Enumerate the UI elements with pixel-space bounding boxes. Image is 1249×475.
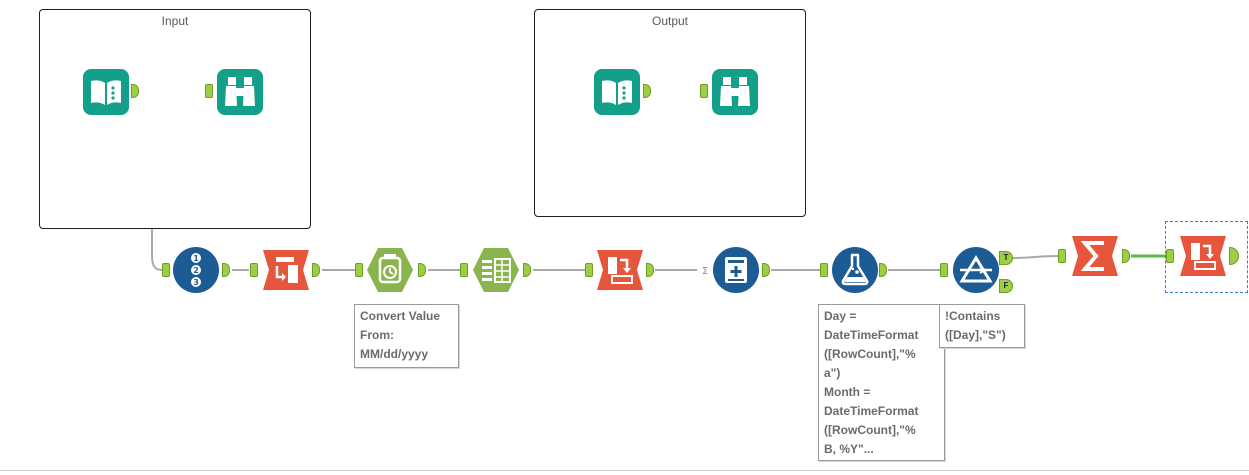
svg-text:2: 2 (193, 266, 199, 275)
cross-tab-tool[interactable] (596, 246, 644, 294)
output-anchor[interactable] (646, 263, 654, 277)
input-anchor[interactable] (585, 263, 593, 277)
output-anchor[interactable] (312, 263, 320, 277)
sigma-icon (1072, 236, 1118, 276)
formula-annotation: Day = DateTimeFormat ([RowCount],"% a") … (818, 304, 945, 461)
binoculars-icon (712, 69, 758, 115)
datetime-tool[interactable] (366, 246, 414, 294)
output-container[interactable]: Output (534, 9, 806, 217)
output-anchor[interactable] (222, 263, 230, 277)
formula-tool[interactable] (831, 246, 879, 294)
output-anchor[interactable] (131, 84, 139, 98)
canvas-bottom-border (0, 470, 1249, 471)
svg-text:1: 1 (193, 254, 199, 263)
filter-true-anchor[interactable]: T (999, 251, 1013, 265)
transpose-tool[interactable] (262, 246, 310, 294)
input-anchor[interactable] (250, 263, 258, 277)
input-anchor[interactable] (355, 263, 363, 277)
filter-icon (953, 247, 999, 293)
input-anchor[interactable] (460, 263, 468, 277)
filter-annotation: !Contains ([Day],"S") (939, 304, 1025, 348)
input-container[interactable]: Input (39, 9, 311, 229)
output-anchor[interactable] (1122, 249, 1130, 263)
svg-text:Σ: Σ (702, 266, 708, 277)
append-icon (713, 247, 759, 293)
crosstab-icon (1180, 236, 1226, 276)
input-anchor[interactable] (700, 84, 708, 98)
input-anchor[interactable] (162, 263, 170, 277)
svg-text:3: 3 (193, 278, 199, 287)
browse-tool[interactable] (216, 68, 264, 116)
binoculars-icon (217, 69, 263, 115)
book-icon (83, 69, 129, 115)
columns-icon (473, 248, 519, 292)
append-fields-tool[interactable] (712, 246, 760, 294)
output-anchor[interactable] (879, 263, 887, 277)
output-anchor[interactable] (643, 84, 651, 98)
transpose-icon (263, 250, 309, 290)
output-anchor[interactable] (418, 263, 426, 277)
clock-icon (367, 248, 413, 292)
input-data-tool[interactable] (593, 68, 641, 116)
record-id-tool[interactable]: 1 2 3 (172, 246, 220, 294)
cross-tab-tool[interactable] (1179, 232, 1227, 280)
browse-tool[interactable] (711, 68, 759, 116)
input-anchor[interactable] (940, 263, 948, 277)
book-icon (594, 69, 640, 115)
input-data-tool[interactable] (82, 68, 130, 116)
container-title: Output (651, 14, 689, 28)
flask-icon (832, 247, 878, 293)
crosstab-icon (597, 250, 643, 290)
filter-tool[interactable] (952, 246, 1000, 294)
input-anchor[interactable] (820, 263, 828, 277)
input-anchor[interactable] (1058, 249, 1066, 263)
selected-tool-frame (1165, 221, 1248, 293)
output-anchor[interactable] (523, 263, 531, 277)
input-anchor[interactable] (1166, 249, 1174, 263)
filter-false-anchor[interactable]: F (999, 279, 1013, 293)
summarize-tool[interactable] (1071, 232, 1119, 280)
input-anchor[interactable] (205, 84, 213, 98)
numbered-list-icon: 1 2 3 (173, 247, 219, 293)
text-to-columns-tool[interactable] (472, 246, 520, 294)
output-anchor[interactable] (762, 263, 770, 277)
container-title: Input (161, 14, 189, 28)
datetime-annotation: Convert Value From: MM/dd/yyyy (354, 304, 459, 368)
